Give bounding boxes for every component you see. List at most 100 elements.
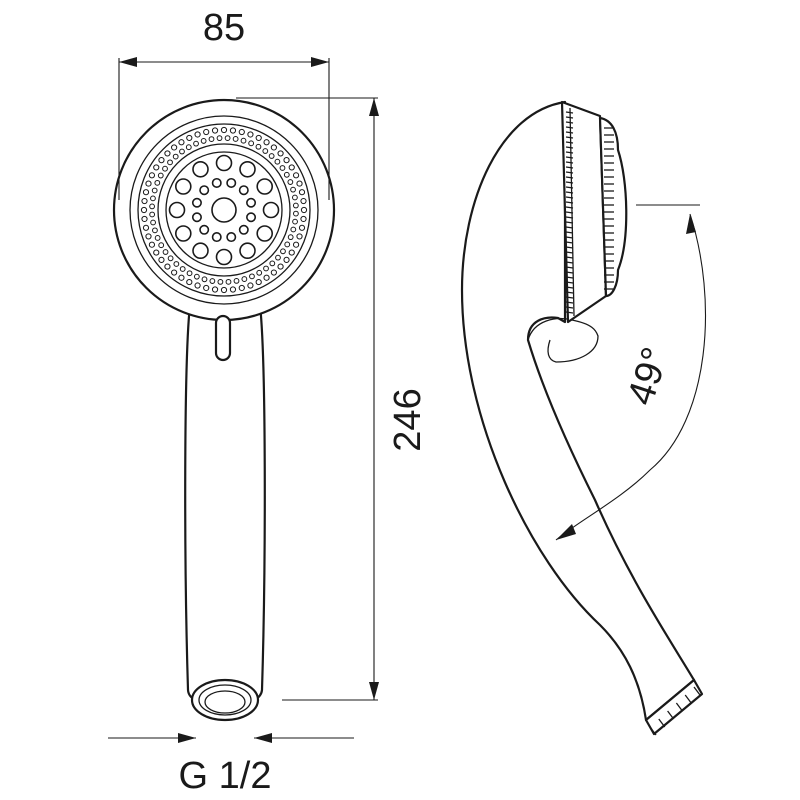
nozzle-dot xyxy=(256,269,263,276)
nozzle-dot xyxy=(186,278,193,286)
small-nozzle xyxy=(191,197,202,208)
nozzle-dot xyxy=(224,135,231,141)
texture-tick xyxy=(565,241,574,244)
nozzle-dot xyxy=(277,263,284,270)
texture-tick xyxy=(565,231,574,234)
nozzle-dot xyxy=(171,144,178,151)
nozzle-dot xyxy=(238,284,245,292)
center-nozzle xyxy=(211,197,237,223)
nozzle-dot xyxy=(185,144,192,151)
texture-tick xyxy=(565,306,574,309)
nozzle-dot xyxy=(145,233,152,240)
nozzle-dot xyxy=(263,139,270,146)
texture-tick xyxy=(565,256,574,259)
nozzle-dot xyxy=(283,171,290,178)
nozzle-dot xyxy=(167,255,174,262)
nozzle-dot xyxy=(179,148,185,155)
nozzle-dot xyxy=(203,284,210,292)
texture-tick xyxy=(565,171,574,174)
nozzle-dot xyxy=(287,234,294,241)
nozzle-dot xyxy=(277,150,284,157)
nozzle-dot xyxy=(298,189,306,196)
large-nozzle xyxy=(256,178,274,195)
large-nozzle xyxy=(262,201,280,219)
texture-tick xyxy=(565,146,574,149)
nozzle-dot xyxy=(186,270,193,277)
nozzle-dot xyxy=(300,197,307,205)
side-thread-texture xyxy=(649,686,701,736)
texture-tick xyxy=(565,161,574,164)
nozzle-dot xyxy=(194,282,201,289)
nozzle-dot xyxy=(211,127,219,134)
thread-tick xyxy=(693,686,701,696)
nozzle-dot xyxy=(216,135,223,142)
nozzle-dot xyxy=(145,180,152,187)
texture-tick xyxy=(565,226,574,229)
nozzle-dot xyxy=(298,224,306,231)
nozzle-dot xyxy=(167,159,173,166)
front-head-nozzle-rim-inner xyxy=(157,143,291,277)
outer-nozzle-ring xyxy=(140,126,308,294)
width-dimension: 85 xyxy=(118,7,330,200)
angle-label: 49° xyxy=(620,342,678,410)
large-nozzle xyxy=(239,160,256,178)
nozzle-dot xyxy=(238,128,245,136)
nozzle-dot xyxy=(279,165,286,171)
nozzle-dot xyxy=(200,138,207,144)
nozzle-dot xyxy=(172,153,179,160)
nozzle-dot xyxy=(148,172,156,179)
texture-tick xyxy=(565,296,574,299)
nozzle-dot xyxy=(217,279,224,285)
nozzle-dot xyxy=(158,242,165,249)
nozzle-dot xyxy=(287,179,294,185)
side-face-texture xyxy=(565,111,574,314)
texture-tick xyxy=(565,126,574,129)
nozzle-dot xyxy=(140,206,148,214)
texture-tick xyxy=(565,206,574,209)
nozzle-dot xyxy=(158,256,165,263)
nozzle-dot xyxy=(209,278,216,284)
nozzle-dot xyxy=(162,249,169,255)
large-nozzle xyxy=(174,225,192,242)
small-nozzle xyxy=(226,177,237,188)
nozzle-dot xyxy=(280,248,286,255)
front-hose-connector-inner xyxy=(204,690,246,714)
side-nozzle-texture xyxy=(604,127,614,290)
large-nozzle xyxy=(192,160,209,178)
nozzle-dot xyxy=(193,273,200,280)
small-nozzle xyxy=(191,212,202,223)
large-nozzle xyxy=(174,178,192,195)
nozzle-dot xyxy=(229,127,237,134)
nozzle-dot xyxy=(142,189,150,196)
front-head-nozzle-rim-outer xyxy=(137,123,311,297)
nozzle-dot xyxy=(284,241,291,248)
nozzle-dot xyxy=(263,274,270,281)
nozzle-dot xyxy=(275,254,281,261)
nozzle-dot xyxy=(255,134,262,142)
nozzle-dot xyxy=(300,215,307,223)
texture-tick xyxy=(565,111,574,114)
height-dimension: 246 xyxy=(236,97,429,701)
side-body xyxy=(460,100,696,722)
nozzle-dot xyxy=(292,202,299,209)
nozzle-dot xyxy=(270,269,277,276)
nozzle-dot xyxy=(164,150,171,157)
nozzle-dot xyxy=(292,241,300,248)
nozzle-dot xyxy=(151,187,158,194)
side-view xyxy=(460,100,704,736)
large-nozzle xyxy=(215,248,233,266)
nozzle-dot xyxy=(203,128,210,136)
texture-tick xyxy=(565,266,574,269)
front-view xyxy=(112,98,336,722)
nozzle-dot xyxy=(255,143,262,150)
texture-tick xyxy=(565,191,574,194)
texture-tick xyxy=(565,311,574,314)
nozzle-dot xyxy=(255,278,262,286)
nozzle-dot xyxy=(186,134,193,142)
nozzle-dot xyxy=(157,172,164,179)
texture-tick xyxy=(565,301,574,304)
nozzle-dot xyxy=(241,276,248,282)
small-nozzle xyxy=(199,224,210,235)
side-grip-recess xyxy=(527,317,599,363)
